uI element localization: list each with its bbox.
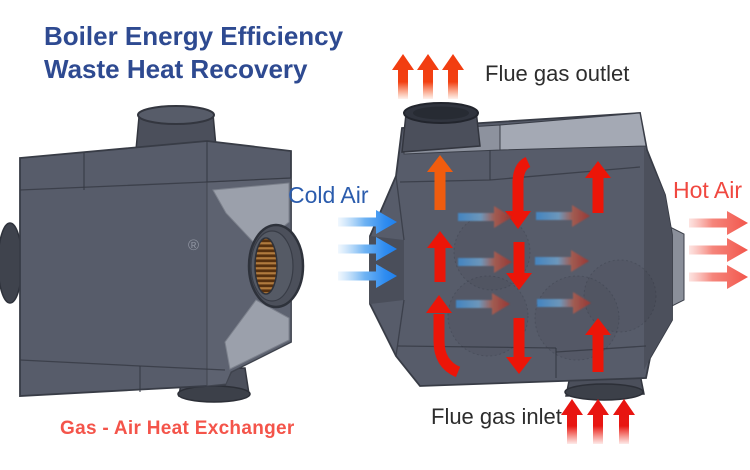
label-flue-gas-outlet: Flue gas outlet [485,61,630,86]
right-arrow-icon [689,238,748,262]
flue-outlet-pipe [401,102,481,153]
label-flue-gas-inlet: Flue gas inlet [431,404,562,429]
up-arrow-icon [392,54,414,99]
curved-down-arrow-icon [505,156,531,229]
registered-watermark: ® [188,237,199,254]
panel-seams [395,150,647,378]
up-arrow-icon [587,399,609,444]
label-hot-air: Hot Air [673,177,743,203]
side-port-core [247,223,305,309]
flue-gas-outlet-arrows [392,54,464,99]
internal-flue-gas-arrows [426,155,611,378]
up-arrow-icon [442,54,464,99]
title-line2: Waste Heat Recovery [44,54,308,84]
curved-up-arrow-icon [426,295,461,378]
top-strip-right [499,112,647,151]
left-heat-exchanger: ® [0,105,305,403]
page-title: Boiler Energy Efficiency Waste Heat Reco… [44,20,343,86]
up-arrow-icon [561,399,583,444]
up-arrow-icon [427,155,453,210]
right-angled-face [644,146,672,370]
up-arrow-icon [585,161,611,213]
flue-gas-inlet-arrows [561,399,635,444]
hot-air-arrows [689,211,748,289]
right-arrow-icon [689,211,748,235]
panel-seams [19,141,292,392]
right-arrow-icon [689,265,748,289]
label-cold-air: Cold Air [288,182,369,208]
caption-label: Gas - Air Heat Exchanger [60,418,295,439]
up-arrow-icon [417,54,439,99]
beveled-panel-bottom [224,299,290,370]
up-arrow-icon [427,231,453,282]
right-heat-exchanger [369,102,685,401]
top-pipe [135,105,217,151]
title-line1: Boiler Energy Efficiency [44,21,344,51]
down-arrow-icon [506,318,532,374]
cold-air-arrows [338,210,397,288]
down-arrow-icon [506,242,532,290]
left-side-port [0,222,23,304]
up-arrow-icon [585,318,611,372]
up-arrow-icon [613,399,635,444]
